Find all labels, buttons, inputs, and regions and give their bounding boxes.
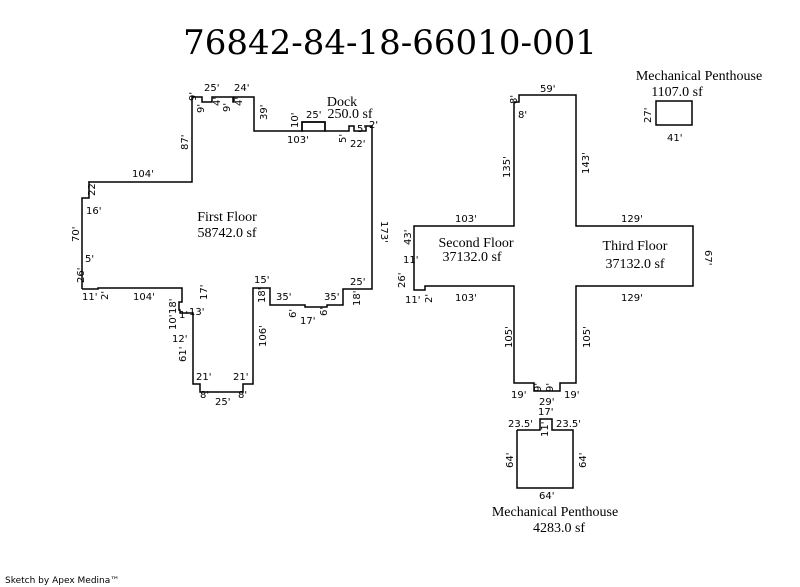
dim-label: 9' bbox=[533, 383, 544, 392]
dim-label: 2' bbox=[100, 291, 111, 300]
dim-label: 19' bbox=[511, 390, 526, 401]
dim-label: 17' bbox=[199, 285, 210, 300]
dim-label: 11' bbox=[403, 255, 418, 266]
dim-label: 6' bbox=[319, 307, 330, 316]
dim-label: 18' bbox=[352, 291, 363, 306]
dim-label: 2' bbox=[424, 294, 435, 303]
dim-label: 67' bbox=[702, 250, 713, 265]
dim-label: 25' bbox=[204, 83, 219, 94]
dim-label: 104' bbox=[132, 169, 154, 180]
dim-label: 24' bbox=[234, 83, 249, 94]
dim-label: 4' bbox=[212, 97, 223, 106]
dim-label: 64' bbox=[505, 453, 516, 468]
dim-label: 105' bbox=[504, 326, 515, 348]
dim-label: 5' bbox=[338, 134, 349, 143]
dim-label: 59' bbox=[540, 84, 555, 95]
dim-label: 13' bbox=[189, 307, 204, 318]
dim-label: 8' bbox=[509, 95, 520, 104]
dim-label: 103' bbox=[455, 293, 477, 304]
sketch-credit: Sketch by Apex Medina™ bbox=[5, 576, 119, 586]
dim-label: 21' bbox=[233, 372, 248, 383]
dim-label: 17' bbox=[538, 407, 553, 418]
dim-label: 70' bbox=[71, 227, 82, 242]
dim-label: 5' bbox=[85, 254, 94, 265]
mech-penthouse-top-area: 1107.0 sf bbox=[651, 85, 703, 100]
dim-label: 104' bbox=[133, 292, 155, 303]
dim-label: 25' bbox=[215, 397, 230, 408]
dim-label: 22' bbox=[350, 139, 365, 150]
dim-label: 8' bbox=[200, 390, 209, 401]
dim-label: 143' bbox=[581, 152, 592, 174]
dim-label: 19' bbox=[564, 390, 579, 401]
dim-label: 15' bbox=[254, 275, 269, 286]
first-floor-outline bbox=[81, 96, 373, 393]
mech-penthouse-bottom-outline bbox=[516, 418, 574, 489]
parcel-title: 76842-84-18-66010-001 bbox=[183, 23, 597, 63]
dim-label: 103' bbox=[287, 135, 309, 146]
second-floor-area: 37132.0 sf bbox=[442, 250, 501, 265]
dim-label: 2' bbox=[369, 120, 378, 131]
first-floor-area: 58742.0 sf bbox=[197, 226, 256, 241]
dim-label: 18' bbox=[257, 288, 268, 303]
dock-area: 250.0 sf bbox=[327, 107, 372, 122]
dim-label: 4' bbox=[234, 97, 245, 106]
first-floor-label: First Floor bbox=[197, 210, 257, 225]
dim-label: 11' bbox=[405, 295, 420, 306]
dim-label: 26' bbox=[397, 273, 408, 288]
dim-label: 9' bbox=[545, 383, 556, 392]
dim-label: 25' bbox=[306, 110, 321, 121]
dim-label: 26' bbox=[76, 268, 87, 283]
dim-label: 87' bbox=[180, 135, 191, 150]
dim-label: 173' bbox=[378, 221, 389, 243]
dim-label: 23.5' bbox=[556, 419, 581, 430]
second-floor-label: Second Floor bbox=[438, 236, 513, 251]
dim-label: 11' bbox=[82, 292, 97, 303]
dim-label: 12' bbox=[172, 334, 187, 345]
dim-label: 129' bbox=[621, 214, 643, 225]
dim-label: 43' bbox=[403, 230, 414, 245]
dim-label: 6' bbox=[288, 309, 299, 318]
dim-label: 103' bbox=[455, 214, 477, 225]
dim-label: 105' bbox=[582, 326, 593, 348]
third-floor-label: Third Floor bbox=[603, 239, 668, 254]
dim-label: 5' bbox=[357, 124, 366, 135]
dim-label: 17' bbox=[300, 316, 315, 327]
dim-label: 8' bbox=[518, 110, 527, 121]
second-third-floor-outline bbox=[413, 94, 694, 392]
mech-penthouse-top-outline bbox=[655, 100, 693, 126]
dim-label: 41' bbox=[667, 133, 682, 144]
dim-label: 64' bbox=[539, 491, 554, 502]
third-floor-area: 37132.0 sf bbox=[605, 257, 664, 272]
dim-label: 9' bbox=[196, 104, 207, 113]
dim-label: 8' bbox=[238, 390, 247, 401]
dim-label: 10' bbox=[290, 113, 301, 128]
dim-label: 27' bbox=[643, 108, 654, 123]
dim-label: 64' bbox=[578, 453, 589, 468]
dim-label: 35' bbox=[324, 292, 339, 303]
dim-label: 35' bbox=[276, 292, 291, 303]
dim-label: 21' bbox=[196, 372, 211, 383]
dim-label: 39' bbox=[259, 105, 270, 120]
dim-label: 1' bbox=[179, 310, 188, 321]
dim-label: 23.5' bbox=[508, 419, 533, 430]
dim-label: 135' bbox=[502, 156, 513, 178]
dim-label: 9' bbox=[188, 92, 199, 101]
dim-label: 61' bbox=[178, 347, 189, 362]
dock-label: Dock bbox=[327, 95, 357, 110]
dock-outline bbox=[301, 121, 326, 132]
mech-penthouse-top-label: Mechanical Penthouse bbox=[636, 69, 762, 84]
dim-label: 10' bbox=[168, 315, 179, 330]
mech-penthouse-bottom-label: Mechanical Penthouse bbox=[492, 505, 618, 520]
dim-label: 129' bbox=[621, 293, 643, 304]
dim-label: 29' bbox=[539, 397, 554, 408]
dim-label: 16' bbox=[86, 206, 101, 217]
dim-label: 9' bbox=[222, 103, 233, 112]
dim-label: 106' bbox=[258, 325, 269, 347]
dim-label: 11' bbox=[540, 422, 551, 437]
mech-penthouse-bottom-area: 4283.0 sf bbox=[533, 521, 585, 536]
dim-label: 25' bbox=[350, 277, 365, 288]
dim-label: 18' bbox=[168, 299, 179, 314]
dim-label: 22' bbox=[87, 181, 98, 196]
